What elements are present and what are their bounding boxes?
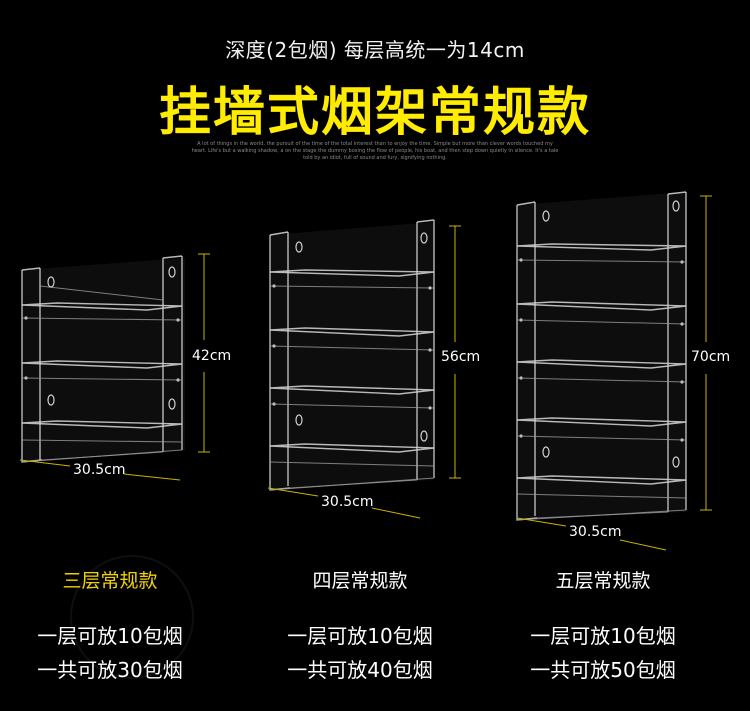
subtitle: 深度(2包烟) 每层高统一为14cm bbox=[225, 38, 525, 62]
per-tier-capacity-3: 一层可放10包烟 bbox=[37, 624, 183, 648]
product-name-5-tier: 五层常规款 bbox=[555, 570, 651, 592]
total-capacity-4: 一共可放40包烟 bbox=[287, 658, 433, 682]
product-name-3-tier: 三层常规款 bbox=[62, 570, 158, 592]
rack-3-width-label: 30.5cm bbox=[73, 462, 126, 478]
per-tier-capacity-5: 一层可放10包烟 bbox=[530, 624, 676, 648]
rack-4-width-label: 30.5cm bbox=[321, 494, 374, 510]
rack-5-height-label: 70cm bbox=[691, 349, 731, 365]
rack-4-height-label: 56cm bbox=[441, 349, 481, 365]
total-capacity-3: 一共可放30包烟 bbox=[37, 658, 183, 682]
rack-4-tier bbox=[267, 219, 461, 519]
rack-5-tier bbox=[516, 191, 712, 551]
total-capacity-5: 一共可放50包烟 bbox=[530, 658, 676, 682]
fine-print-text: A lot of things in the world, the pursui… bbox=[191, 141, 559, 161]
product-name-4-tier: 四层常规款 bbox=[312, 570, 408, 592]
rack-5-width-label: 30.5cm bbox=[569, 524, 622, 540]
rack-3-height-label: 42cm bbox=[192, 348, 232, 364]
watermark-circle bbox=[70, 555, 194, 679]
per-tier-capacity-4: 一层可放10包烟 bbox=[287, 624, 433, 648]
product-illustrations bbox=[19, 191, 712, 551]
page-title: 挂墙式烟架常规款 bbox=[158, 83, 591, 143]
rack-3-tier bbox=[19, 253, 210, 481]
